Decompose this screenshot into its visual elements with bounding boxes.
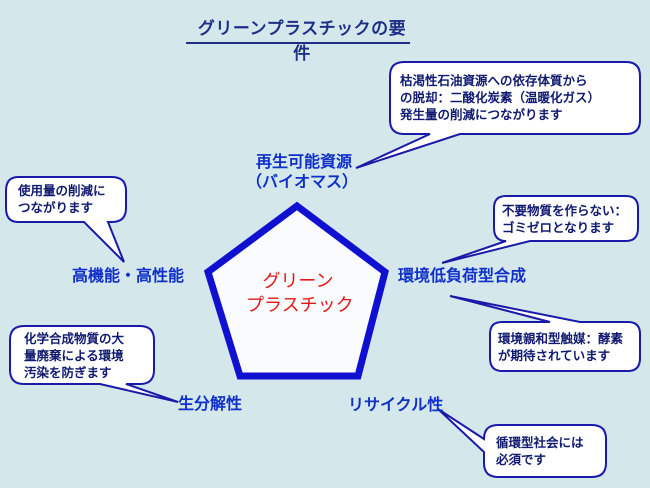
label-biodegradability: 生分解性 xyxy=(178,394,243,413)
label-renewable-line2: （バイオマス） xyxy=(246,172,359,191)
callout-line: つながります xyxy=(18,200,94,215)
callout-bubble-recycle xyxy=(437,408,607,478)
page-title: グリーンプラスチックの要件 xyxy=(197,19,407,64)
callout-bubble-catalyst xyxy=(449,295,641,372)
center-label: グリーン プラスチック xyxy=(246,270,354,318)
callout-line: の脱却：二酸化炭素（温暖化ガス） xyxy=(400,90,601,105)
callout-line: 使用量の削減に xyxy=(18,183,106,198)
callout-line: 量廃棄による環境 xyxy=(24,348,124,363)
center-line-1: グリーン xyxy=(262,271,334,292)
callout-bubble-zero-waste xyxy=(441,195,639,264)
callout-line: 発生量の削減につながります xyxy=(400,107,563,122)
callout-line: 枯渇性石油資源への依存体質から xyxy=(400,73,588,88)
callout-pollution-text: 化学合成物質の大 量廃棄による環境 汚染を防ぎます xyxy=(24,330,124,381)
callout-line: 不要物質を作らない： xyxy=(502,203,628,218)
callout-bubble-pollution xyxy=(9,325,179,403)
callout-zero-waste-text: 不要物質を作らない： ゴミゼロとなります xyxy=(502,202,627,236)
callout-catalyst-text: 環境親和型触媒：酵素 が期待されています xyxy=(498,330,623,364)
label-renewable-line1: 再生可能資源 xyxy=(256,152,353,171)
callout-line: ゴミゼロとなります xyxy=(502,220,615,235)
callout-line: 循環型社会には xyxy=(496,435,584,450)
pentagon xyxy=(203,201,389,380)
label-low-impact-synthesis: 環境低負荷型合成 xyxy=(398,266,527,285)
label-high-performance: 高機能・高性能 xyxy=(72,266,185,285)
label-recyclability: リサイクル性 xyxy=(348,395,444,414)
callout-recycle-text: 循環型社会には 必須です xyxy=(496,434,584,468)
callout-line: 環境親和型触媒：酵素 xyxy=(498,331,624,346)
callout-line: 化学合成物質の大 xyxy=(24,331,125,346)
callout-line: 汚染を防ぎます xyxy=(24,365,112,380)
callout-renewable-text: 枯渇性石油資源への依存体質から の脱却：二酸化炭素（温暖化ガス） 発生量の削減に… xyxy=(400,72,600,123)
center-line-2: プラスチック xyxy=(246,295,354,316)
callout-line: 必須です xyxy=(496,452,547,467)
callout-line: が期待されています xyxy=(498,348,611,363)
title-underline xyxy=(186,42,410,44)
label-renewable: 再生可能資源 （バイオマス） xyxy=(246,152,358,192)
callout-usage-text: 使用量の削減に つながります xyxy=(18,182,106,216)
callout-bubble-usage xyxy=(5,176,127,263)
callout-bubble-renewable xyxy=(355,61,641,169)
